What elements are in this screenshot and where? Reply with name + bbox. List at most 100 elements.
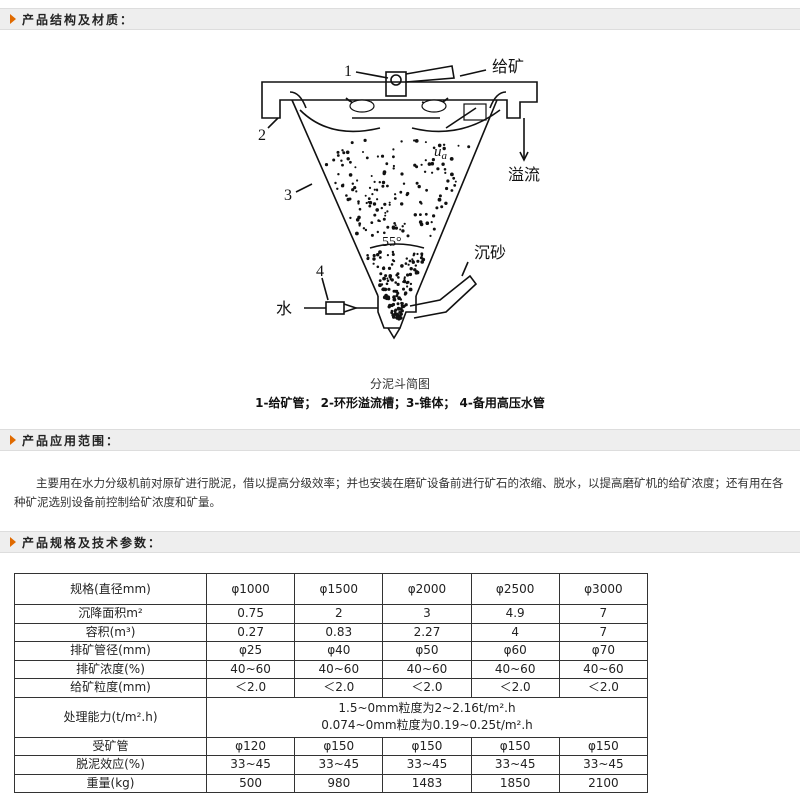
particle-dot [394, 289, 399, 294]
particle-dot [393, 222, 396, 225]
particle-dot [373, 213, 377, 217]
particle-dot [452, 176, 456, 180]
particle-dot [406, 285, 409, 288]
particle-dot [415, 181, 419, 185]
particle-dot [411, 258, 414, 261]
table-row: 处理能力(t/m².h) 1.5~0mm粒度为2~2.16t/m².h 0.07… [14, 696, 648, 738]
particle-dot [411, 260, 415, 264]
particle-dot [378, 283, 382, 288]
table-cell: 40~60 [470, 659, 560, 679]
particle-dot [413, 213, 417, 217]
table-cell: ＜2.0 [382, 678, 472, 698]
table-cell: 0.27 [205, 622, 296, 642]
particle-dot [445, 186, 449, 191]
particle-dot [438, 194, 442, 198]
particle-dot [372, 202, 377, 206]
section-header-application: 产品应用范围： [0, 429, 800, 451]
particle-dot [390, 263, 394, 266]
particle-dot [417, 184, 421, 189]
particle-dot [337, 173, 340, 176]
particle-dot [376, 155, 379, 158]
particle-dot [355, 231, 359, 236]
particle-dot [420, 163, 423, 166]
particle-dot [345, 150, 350, 155]
particle-dot [376, 265, 380, 269]
particle-dot [394, 308, 398, 312]
label-velocity: ua [434, 144, 448, 162]
table-row: 给矿粒度(mm) ＜2.0 ＜2.0 ＜2.0 ＜2.0 ＜2.0 [14, 678, 649, 698]
particle-dot [424, 159, 427, 162]
particle-dot [424, 141, 427, 144]
particle-dot [399, 190, 403, 194]
particle-dot [435, 206, 439, 210]
table-cell: 33~45 [205, 755, 296, 775]
arrow-bullet-icon [10, 14, 16, 24]
particle-dot [431, 158, 435, 162]
particle-dot [392, 289, 396, 293]
particle-dot [446, 179, 450, 183]
particle-dot [386, 210, 389, 213]
particle-dot [383, 202, 387, 206]
particle-dot [397, 276, 400, 279]
table-row: 容积(m³) 0.27 0.83 2.27 4 7 [14, 622, 649, 642]
particle-dot [404, 291, 408, 295]
table-cell: 2 [294, 604, 384, 624]
particle-dot [385, 282, 389, 286]
particle-dot [418, 220, 423, 224]
particle-dot [341, 163, 344, 167]
section-title: 产品结构及材质： [22, 12, 135, 27]
label-2: 2 [258, 127, 266, 144]
particle-dot [440, 205, 444, 209]
particle-dot [367, 197, 371, 201]
particle-dot [372, 262, 375, 265]
particle-dot [345, 194, 348, 197]
particle-dot [357, 215, 361, 220]
table-cell: 33~45 [382, 755, 472, 775]
particle-dot [449, 157, 454, 161]
particle-dot [415, 270, 420, 275]
particle-dot [350, 141, 354, 145]
particle-dot [413, 139, 416, 142]
particle-dot [380, 206, 383, 210]
particle-dot [349, 216, 352, 220]
particle-dot [424, 212, 428, 216]
particle-dot [421, 257, 426, 262]
particle-dot [432, 146, 436, 150]
table-cell: φ150 [294, 736, 384, 756]
capacity-line-1: 1.5~0mm粒度为2~2.16t/m².h [338, 701, 516, 715]
table-cell: 1850 [470, 773, 560, 793]
particle-dot [399, 311, 403, 314]
particle-dot [444, 171, 447, 174]
particle-dot [425, 221, 430, 225]
table-row: 重量(kg) 500 980 1483 1850 2100 [14, 773, 649, 793]
table-cell: 脱泥效应(%) [14, 755, 207, 775]
specs-table: 规格(直径mm) φ1000 φ1500 φ2000 φ2500 φ3000 沉… [14, 573, 649, 793]
particle-dot [366, 257, 370, 261]
particle-dot [400, 140, 403, 143]
particle-dot [346, 157, 350, 161]
particle-dot [420, 202, 423, 205]
table-cell: 33~45 [470, 755, 560, 775]
table-cell: 33~45 [558, 755, 649, 775]
label-overflow: 溢流 [508, 166, 540, 184]
particle-dot [401, 225, 404, 228]
particle-dot [412, 254, 415, 257]
table-cell: 4.9 [470, 604, 560, 624]
particle-dot [348, 197, 352, 201]
table-cell: φ2500 [470, 573, 560, 605]
particle-dot [368, 204, 372, 208]
particle-dot [409, 282, 413, 286]
particle-dot [353, 186, 357, 190]
particle-dot [420, 254, 424, 257]
particle-dot [387, 266, 392, 270]
table-cell: 容积(m³) [14, 622, 207, 642]
table-cell: 500 [205, 773, 296, 793]
particle-dot [383, 231, 386, 235]
particle-dot [394, 281, 398, 284]
particle-dot [342, 151, 346, 155]
particle-dot [384, 274, 388, 278]
particle-dot [450, 172, 454, 177]
table-cell: φ150 [470, 736, 560, 756]
table-row: 排矿浓度(%) 40~60 40~60 40~60 40~60 40~60 [14, 659, 649, 679]
particle-dot [394, 193, 397, 196]
